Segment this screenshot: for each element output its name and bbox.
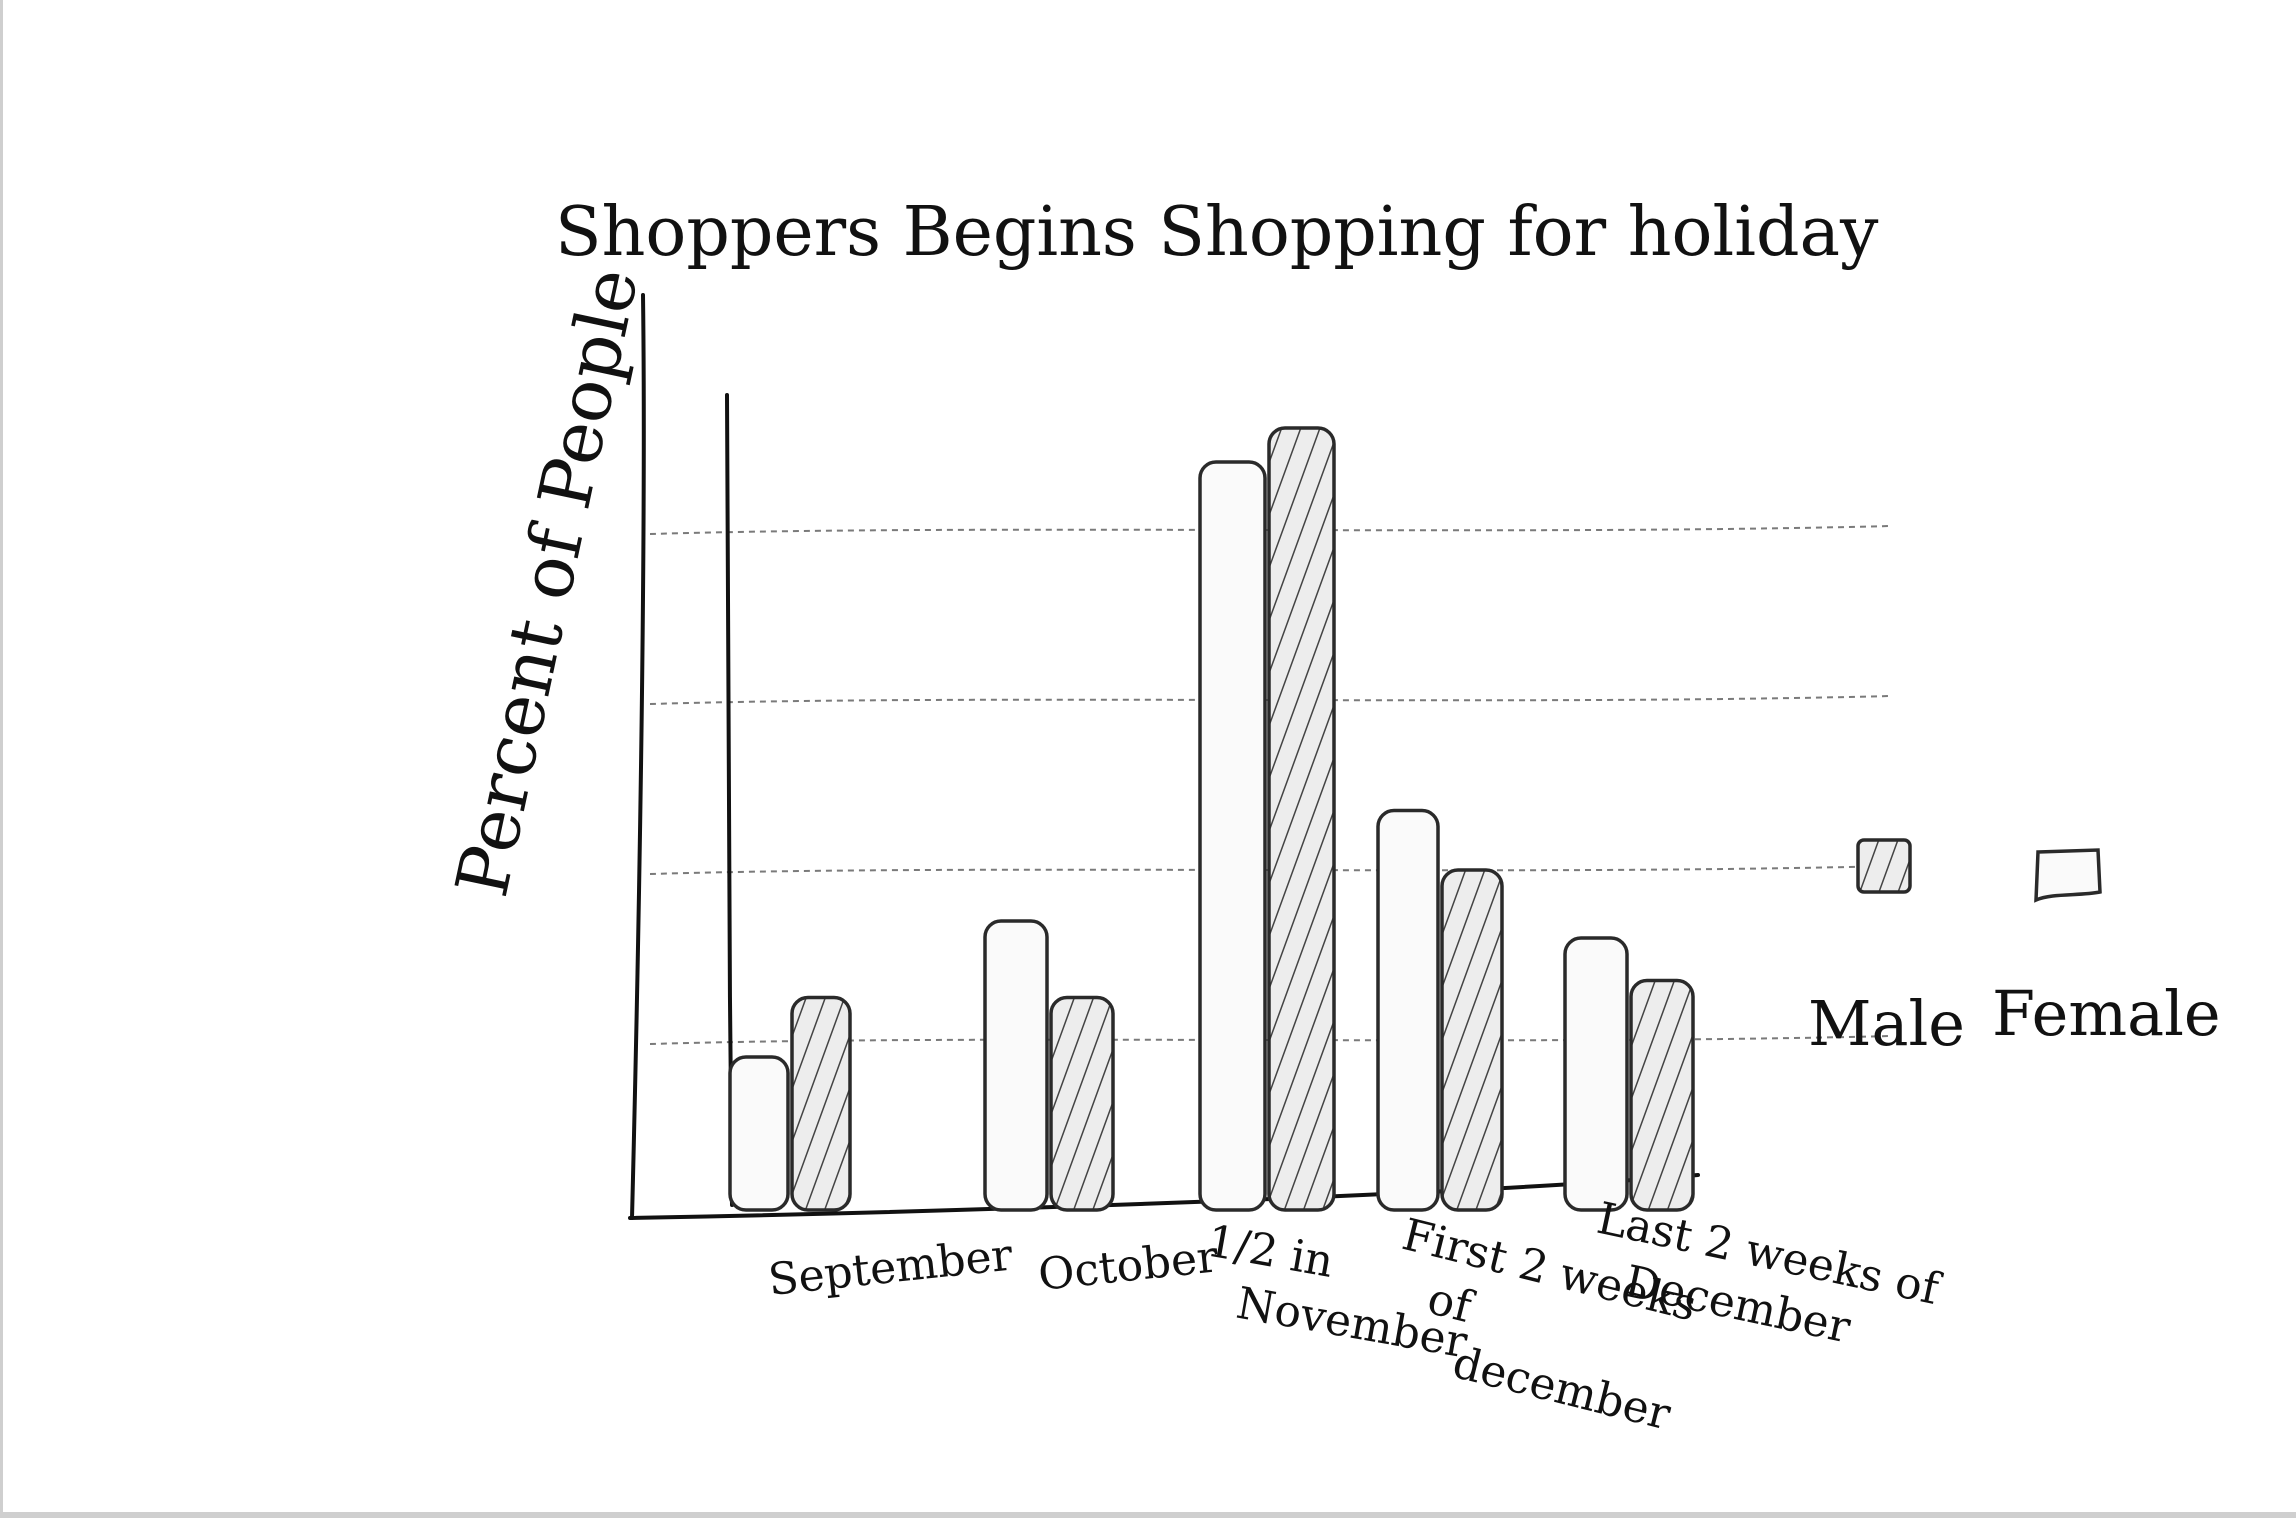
bar-female xyxy=(1376,808,1440,1212)
bar-female xyxy=(1563,936,1629,1212)
legend: Male Female xyxy=(1808,838,2221,1060)
legend-swatch-female xyxy=(2034,848,2102,903)
legend-label-female: Female xyxy=(1992,977,2221,1050)
legend-label-male: Male xyxy=(1808,987,1965,1060)
y-axis-outer xyxy=(630,293,646,1220)
bar-female xyxy=(1198,460,1267,1212)
paper-edge-bottom xyxy=(0,1512,2296,1518)
legend-swatch-male xyxy=(1856,838,1912,894)
y-axis-label-text: Percent of People xyxy=(439,261,654,904)
paper-edge-left xyxy=(0,0,3,1518)
bar-female xyxy=(728,1055,790,1212)
x-tick-label: Last 2 weeks ofDecember xyxy=(1581,1193,1946,1370)
x-tick-label: October xyxy=(1036,1231,1221,1301)
bar-male xyxy=(1267,426,1336,1212)
bar-male xyxy=(1049,995,1115,1212)
bar-female xyxy=(983,919,1049,1212)
x-axis xyxy=(628,1173,1700,1220)
x-tick-label-line: 1/2 in xyxy=(1203,1216,1337,1288)
bar-male xyxy=(1440,868,1504,1212)
x-tick-label-line: October xyxy=(1036,1231,1221,1301)
x-tick-label-line: September xyxy=(766,1230,1016,1306)
chart-title: Shoppers Begins Shopping for holiday xyxy=(555,193,1879,272)
x-tick-label: September xyxy=(766,1230,1016,1306)
x-tick-label-line: december xyxy=(1448,1337,1677,1440)
bar-male xyxy=(790,995,852,1212)
bar-male xyxy=(1629,978,1695,1212)
x-tick-label-line: of xyxy=(1423,1273,1479,1333)
y-axis-label: Percent of People xyxy=(439,261,654,904)
bars xyxy=(728,426,1695,1212)
